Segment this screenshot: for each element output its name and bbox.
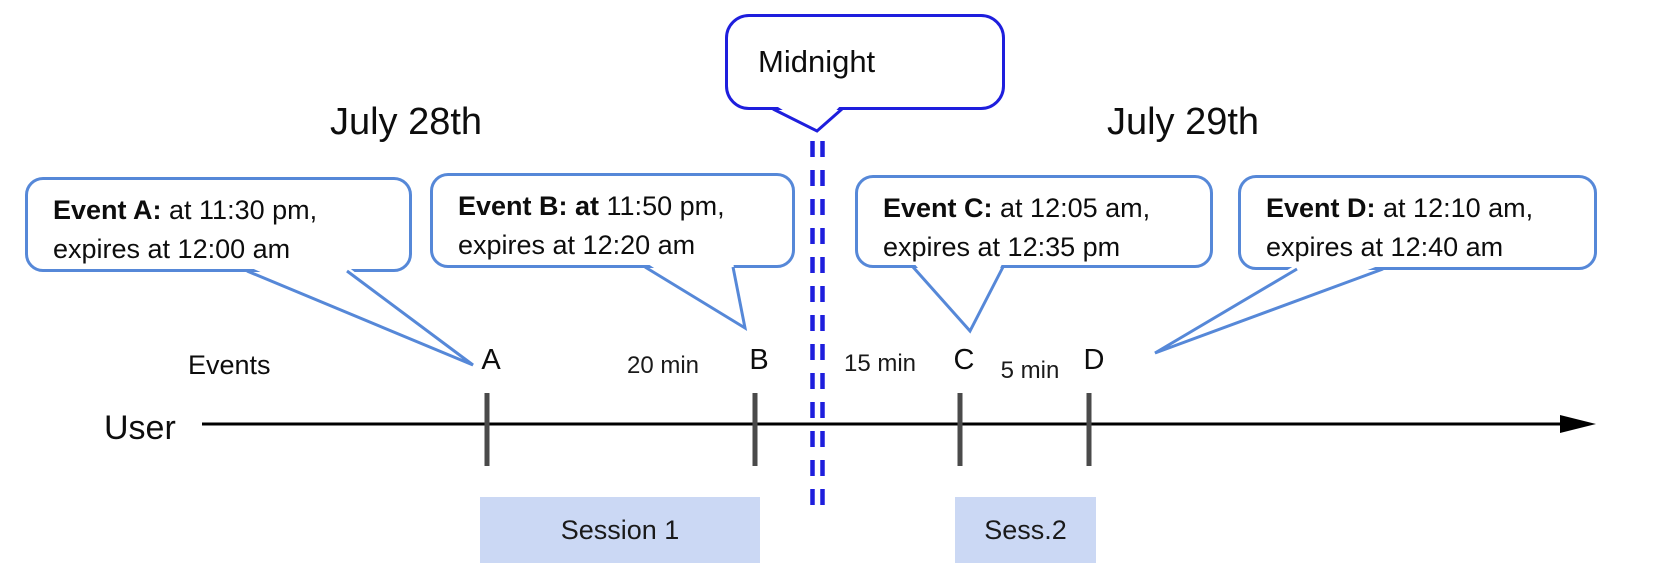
- user-timeline-arrow: [202, 415, 1596, 433]
- session-1-bar: Session 1: [480, 497, 760, 563]
- mark-a-label: A: [481, 344, 501, 376]
- event-d-pointer-tail: [1154, 264, 1384, 355]
- mark-d-label: D: [1083, 344, 1105, 376]
- midnight-label: Midnight: [758, 44, 876, 79]
- event-a-time: at 11:30 pm,: [161, 195, 318, 225]
- session-2-label: Sess.2: [984, 514, 1067, 545]
- event-d-expiry: expires at 12:40 am: [1266, 232, 1504, 262]
- gap-20min-label: 20 min: [626, 352, 700, 379]
- session-1-label: Session 1: [560, 514, 680, 545]
- event-a-expiry: expires at 12:00 am: [53, 234, 291, 264]
- midnight-dashed-line: [810, 141, 825, 507]
- event-c-time: at 12:05 am,: [992, 193, 1151, 223]
- event-b-pointer-tail: [644, 262, 748, 332]
- mark-c-label: C: [953, 344, 975, 376]
- gap-5min-label: 5 min: [1000, 357, 1060, 384]
- event-b-lead: Event B: at: [458, 191, 600, 221]
- event-c-lead: Event C:: [883, 193, 993, 223]
- event-d-callout: Event D: at 12:10 am, expires at 12:40 a…: [1238, 175, 1597, 270]
- event-c-expiry: expires at 12:35 pm: [883, 232, 1121, 262]
- gap-15min-label: 15 min: [843, 350, 917, 377]
- event-a-lead: Event A:: [53, 195, 162, 225]
- event-c-callout: Event C: at 12:05 am, expires at 12:35 p…: [855, 175, 1213, 268]
- event-a-pointer-tail: [246, 266, 474, 367]
- midnight-callout: Midnight: [725, 14, 1005, 110]
- date-july-28: July 28th: [329, 101, 483, 143]
- date-july-29: July 29th: [1106, 101, 1260, 143]
- event-c-pointer-tail: [911, 262, 1005, 334]
- mark-b-label: B: [749, 344, 769, 376]
- event-d-time: at 12:10 am,: [1375, 193, 1534, 223]
- session-2-bar: Sess.2: [955, 497, 1096, 563]
- event-b-expiry: expires at 12:20 am: [458, 230, 696, 260]
- events-axis-label: Events: [188, 350, 271, 380]
- event-a-callout: Event A: at 11:30 pm, expires at 12:00 a…: [25, 177, 412, 272]
- event-d-lead: Event D:: [1266, 193, 1376, 223]
- user-axis-label: User: [104, 409, 176, 447]
- event-b-callout: Event B: at 11:50 pm, expires at 12:20 a…: [430, 173, 795, 268]
- event-b-time: 11:50 pm,: [599, 191, 725, 221]
